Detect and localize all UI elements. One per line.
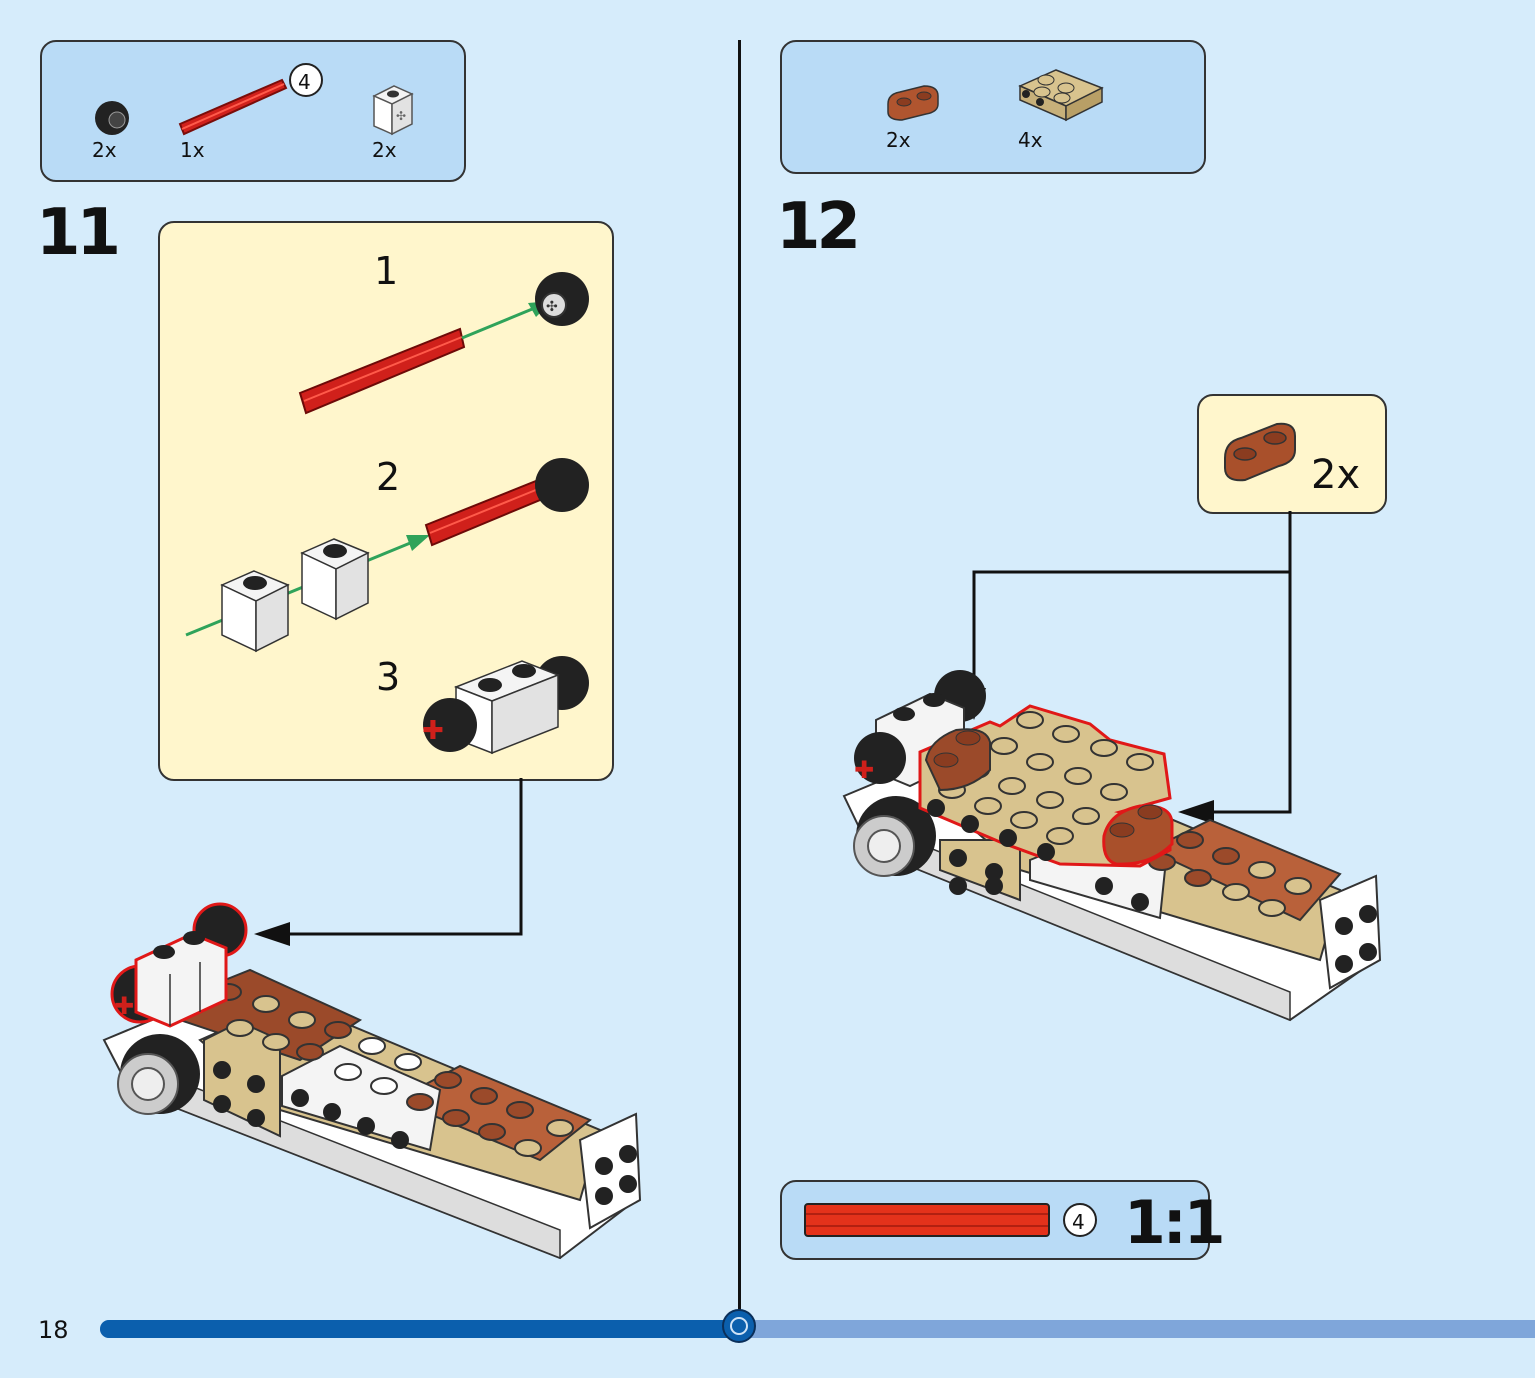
- substep-number-3: 3: [376, 655, 401, 699]
- part-count-brown-plate: 2x: [886, 128, 911, 152]
- substep-number-1: 1: [374, 249, 399, 293]
- white-axle-brick-icon: ✣: [372, 85, 414, 136]
- progress-marker: [722, 1309, 756, 1343]
- scale-length-badge-number: 4: [1072, 1210, 1085, 1234]
- page-number: 18: [38, 1316, 69, 1344]
- progress-fill: [100, 1320, 739, 1338]
- step12-parts-box: 2x 4x: [780, 40, 1206, 174]
- svg-text:✣: ✣: [396, 109, 406, 123]
- step12-model-illustration: ✚: [842, 670, 1382, 1022]
- part-count-tan-plate: 4x: [1018, 128, 1043, 152]
- step12-callout-box: 2x: [1197, 394, 1387, 514]
- svg-text:✣: ✣: [546, 298, 558, 314]
- step11-subassembly-box: 1 2 3 ✣: [158, 221, 614, 781]
- red-axle-actual-size-icon: [804, 1203, 1050, 1237]
- substep1-illustration: ✣: [298, 272, 589, 415]
- step-divider: [738, 40, 741, 1312]
- axle-scale-box: 4 1:1: [780, 1180, 1225, 1260]
- tan-plate-icon: [1018, 69, 1104, 122]
- substep2-white-brick-a: [220, 570, 290, 653]
- svg-text:✚: ✚: [422, 715, 444, 745]
- substep3-illustration: ✚: [422, 656, 589, 755]
- part-count-brick: 2x: [372, 138, 397, 162]
- scale-ratio: 1:1: [1124, 1188, 1225, 1258]
- substep2-illustration: [185, 458, 589, 653]
- brown-rounded-plate-icon: [887, 85, 939, 121]
- svg-text:✚: ✚: [854, 757, 874, 784]
- step-number-11: 11: [36, 196, 121, 270]
- step11-parts-box: 2x 4 1x ✣ 2x: [40, 40, 466, 182]
- svg-text:✚: ✚: [114, 993, 134, 1020]
- step11-callout-connector: [254, 778, 523, 946]
- black-wheel-icon: [95, 101, 129, 135]
- red-axle-icon: [178, 78, 288, 136]
- step-number-12: 12: [776, 190, 861, 264]
- brown-rounded-plate-callout-icon: [1224, 422, 1296, 482]
- substep2-white-brick-b: [300, 538, 370, 621]
- callout-count: 2x: [1311, 452, 1361, 498]
- step11-model-illustration: ✚: [102, 902, 642, 1260]
- part-count-wheel: 2x: [92, 138, 117, 162]
- scale-length-badge-icon: [1063, 1203, 1097, 1237]
- length-badge-icon: [289, 63, 323, 97]
- substep-number-2: 2: [376, 455, 401, 499]
- part-count-axle: 1x: [180, 138, 205, 162]
- length-badge-number: 4: [298, 70, 311, 94]
